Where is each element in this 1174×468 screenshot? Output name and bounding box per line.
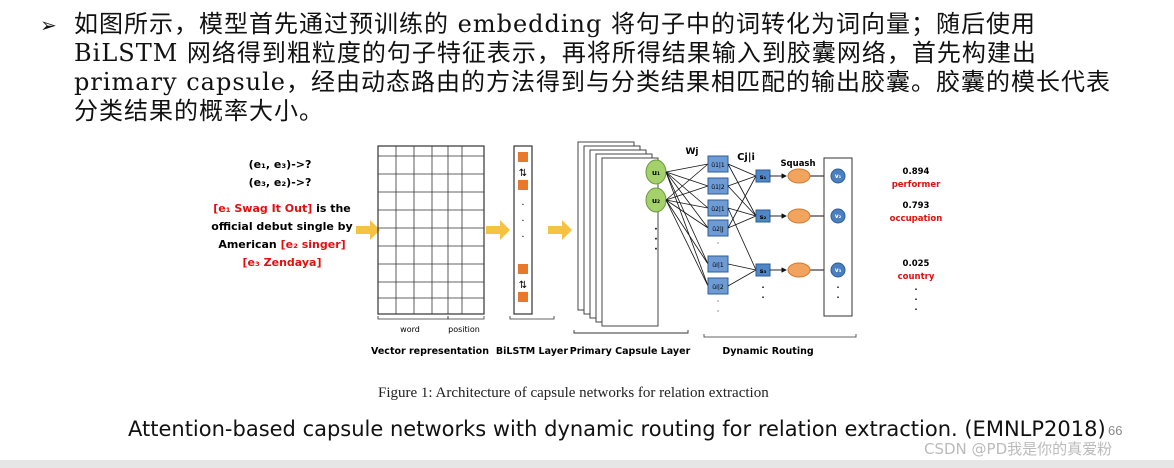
result-dots: ·	[914, 295, 917, 304]
lstm-dots: ·	[521, 216, 524, 227]
prediction-dots: ·	[717, 239, 720, 248]
section-label-routing: Dynamic Routing	[722, 346, 813, 357]
result-label: country	[898, 272, 935, 282]
flow-arrow-2	[486, 220, 510, 240]
prediction-label: û2|1	[711, 206, 725, 213]
label-word: word	[400, 325, 420, 334]
vector-grid	[377, 145, 485, 320]
output-v2-label: v₂	[835, 213, 842, 220]
prediction-dots: ·	[717, 307, 720, 316]
description-paragraph: 如图所示，模型首先通过预训练的 embedding 将句子中的词转化为词向量；随…	[74, 10, 1112, 125]
squash-node	[787, 168, 811, 184]
flow-arrows	[356, 220, 572, 240]
capsule-connections	[665, 163, 709, 287]
lstm-cell	[518, 180, 528, 190]
output-capsules: v₁ v₂ v₃ · ·	[830, 168, 846, 302]
routing-node-s2-label: s₂	[760, 213, 767, 221]
sentence-line-1: [e₁ Swag It Out] is the	[213, 202, 351, 215]
page-number: 66	[1108, 423, 1123, 438]
prediction-dots: ·	[717, 297, 720, 306]
output-column	[823, 157, 853, 317]
output-v3-label: v₃	[835, 267, 842, 274]
primary-capsule-layer	[573, 141, 689, 334]
capsule-u1-label: u₁	[652, 169, 660, 177]
bottom-bar	[0, 460, 1174, 468]
sentence-line-3: American [e₂ singer]	[218, 238, 345, 251]
section-label-vector: Vector representation	[371, 346, 489, 357]
capsule-dots: ·	[654, 225, 657, 235]
bilstm-layer: ⇅ ⇅ · · ·	[509, 145, 555, 320]
results: 0.894 performer 0.793 occupation 0.025 c…	[890, 167, 943, 314]
prediction-label: û1|1	[711, 162, 725, 169]
query-1: (e₁, e₃)->?	[249, 158, 312, 171]
routing-node-s1-label: s₁	[760, 173, 767, 181]
section-label-bilstm: BiLSTM Layer	[496, 346, 568, 357]
capsule-dots: ·	[654, 245, 657, 255]
entity-e3: [e₃ Zendaya]	[243, 256, 322, 269]
prediction-label: ûI|1	[712, 262, 724, 269]
query-2: (e₃, e₂)->?	[249, 176, 312, 189]
result-score: 0.894	[903, 167, 930, 177]
result-score: 0.793	[903, 201, 930, 211]
prediction-label: ûI|2	[712, 284, 724, 291]
lstm-dots: ·	[521, 200, 524, 211]
paper-reference: Attention-based capsule networks with dy…	[128, 417, 1106, 441]
result-label: performer	[892, 180, 941, 190]
result-score: 0.025	[903, 259, 930, 269]
sentence-line-1-rest: is the	[312, 202, 351, 215]
squash-node	[787, 262, 811, 278]
output-dots: ·	[836, 283, 839, 292]
output-v1-label: v₁	[835, 173, 842, 180]
watermark: CSDN @PD我是你的真爱粉	[924, 440, 1113, 458]
lstm-cell	[518, 292, 528, 302]
entity-e2: [e₂ singer]	[281, 238, 346, 251]
lstm-arrows-icon: ⇅	[519, 168, 527, 179]
section-label-primary: Primary Capsule Layer	[570, 346, 691, 357]
output-dots: ·	[836, 293, 839, 302]
capsule-u2-label: u₂	[652, 197, 660, 205]
label-position: position	[448, 325, 480, 334]
lstm-dots: ·	[521, 232, 524, 243]
input-sentence: (e₁, e₃)->? (e₃, e₂)->? [e₁ Swag It Out]…	[211, 158, 352, 269]
lstm-cell	[518, 264, 528, 274]
output-v3	[830, 262, 846, 278]
sentence-line-2: official debut single by	[211, 220, 352, 233]
result-dots: ·	[914, 285, 917, 294]
flow-arrow-1	[356, 220, 380, 240]
routing-node-s3-label: s₃	[760, 267, 767, 275]
sentence-line-3-prefix: American	[218, 238, 280, 251]
weights-label: Wj	[685, 147, 698, 157]
capsule-dots: ·	[654, 235, 657, 245]
architecture-diagram: (e₁, e₃)->? (e₃, e₂)->? [e₁ Swag It Out]…	[211, 141, 943, 357]
squash-node	[787, 208, 811, 224]
result-label: occupation	[890, 214, 943, 224]
lstm-arrows-icon: ⇅	[519, 280, 527, 291]
flow-arrow-3	[548, 220, 572, 240]
prediction-boxes: û1|1 û1|2 û2|1 û2|J ûI|1 ûI|2 · · ·	[707, 155, 729, 316]
figure-caption: Figure 1: Architecture of capsule networ…	[378, 385, 769, 401]
result-dots: ·	[914, 305, 917, 314]
prediction-label: û2|J	[712, 226, 724, 233]
squash-label: Squash	[780, 159, 815, 169]
coupling-label: Cj|i	[737, 152, 755, 163]
lstm-cell	[518, 152, 528, 162]
routing-dots: ·	[761, 283, 764, 292]
routing-dots: ·	[761, 293, 764, 302]
output-v2	[830, 208, 846, 224]
routing-connections	[727, 163, 757, 287]
entity-e1: [e₁ Swag It Out]	[213, 202, 312, 215]
prediction-label: û1|2	[711, 184, 725, 191]
output-v1	[830, 168, 846, 184]
bullet-arrow-icon: ➢	[40, 13, 57, 37]
routing-nodes: s₁ s₂ s₃ · ·	[755, 169, 771, 302]
squash-nodes	[787, 168, 811, 278]
